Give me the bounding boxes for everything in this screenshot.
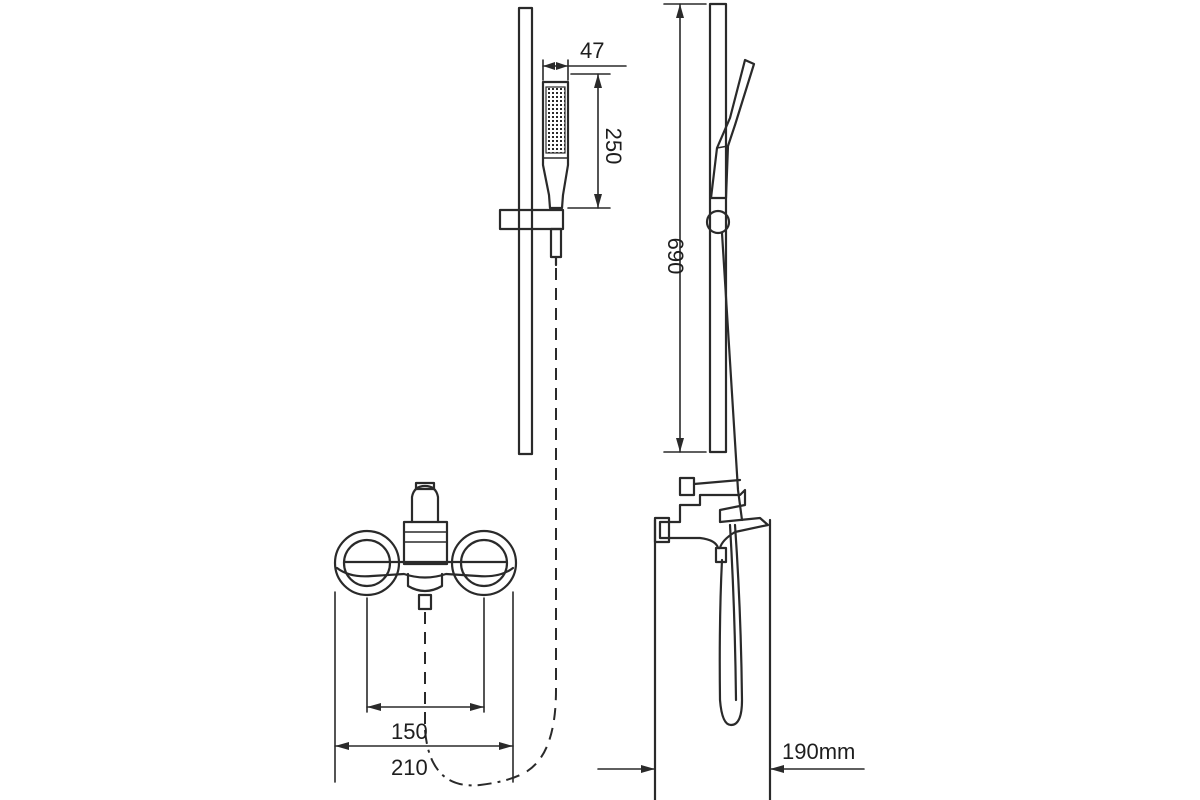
dim-47-label: 47 [580,38,604,63]
rail-holder [498,208,565,231]
dim-210-label: 210 [391,755,428,780]
dim-150: 150 [366,597,485,744]
dim-210: 210 [334,591,514,783]
dim-190mm: 190mm [597,739,865,773]
mixer-side-nut [653,516,671,544]
hand-shower-side [709,58,756,200]
hose-front-dashed [519,268,557,776]
mixer-side-outlet [714,546,728,564]
mixer-side-body [658,488,770,550]
hose-side-loop [718,523,744,727]
dim-250: 250 [567,73,626,209]
hose-side [720,231,744,522]
slide-rail-side [708,2,728,454]
dim-190mm-label: 190mm [782,739,855,764]
spout-outlet [406,572,444,593]
dim-690: 690 [663,3,707,453]
lever-handle [410,484,440,524]
mixer-side-lever [678,476,696,497]
dim-47: 47 [542,38,627,81]
dim-250-label: 250 [601,128,626,165]
hand-shower-front [541,80,570,210]
front-view-rail-assembly: 47 250 [498,6,627,776]
holder-ball-side [705,209,731,235]
holder-knob [549,227,563,259]
side-view-assembly: 690 190mm [597,2,865,800]
nozzle-pattern [545,86,566,154]
slide-rail-front [517,6,534,456]
front-view-mixer: 150 210 [333,481,521,787]
mixer-body [335,566,515,579]
cartridge-housing [402,520,449,566]
dim-690-label: 690 [663,238,688,275]
dim-150-label: 150 [391,719,428,744]
outlet-nipple [417,593,433,611]
hose-loop-dashdot [424,729,521,787]
